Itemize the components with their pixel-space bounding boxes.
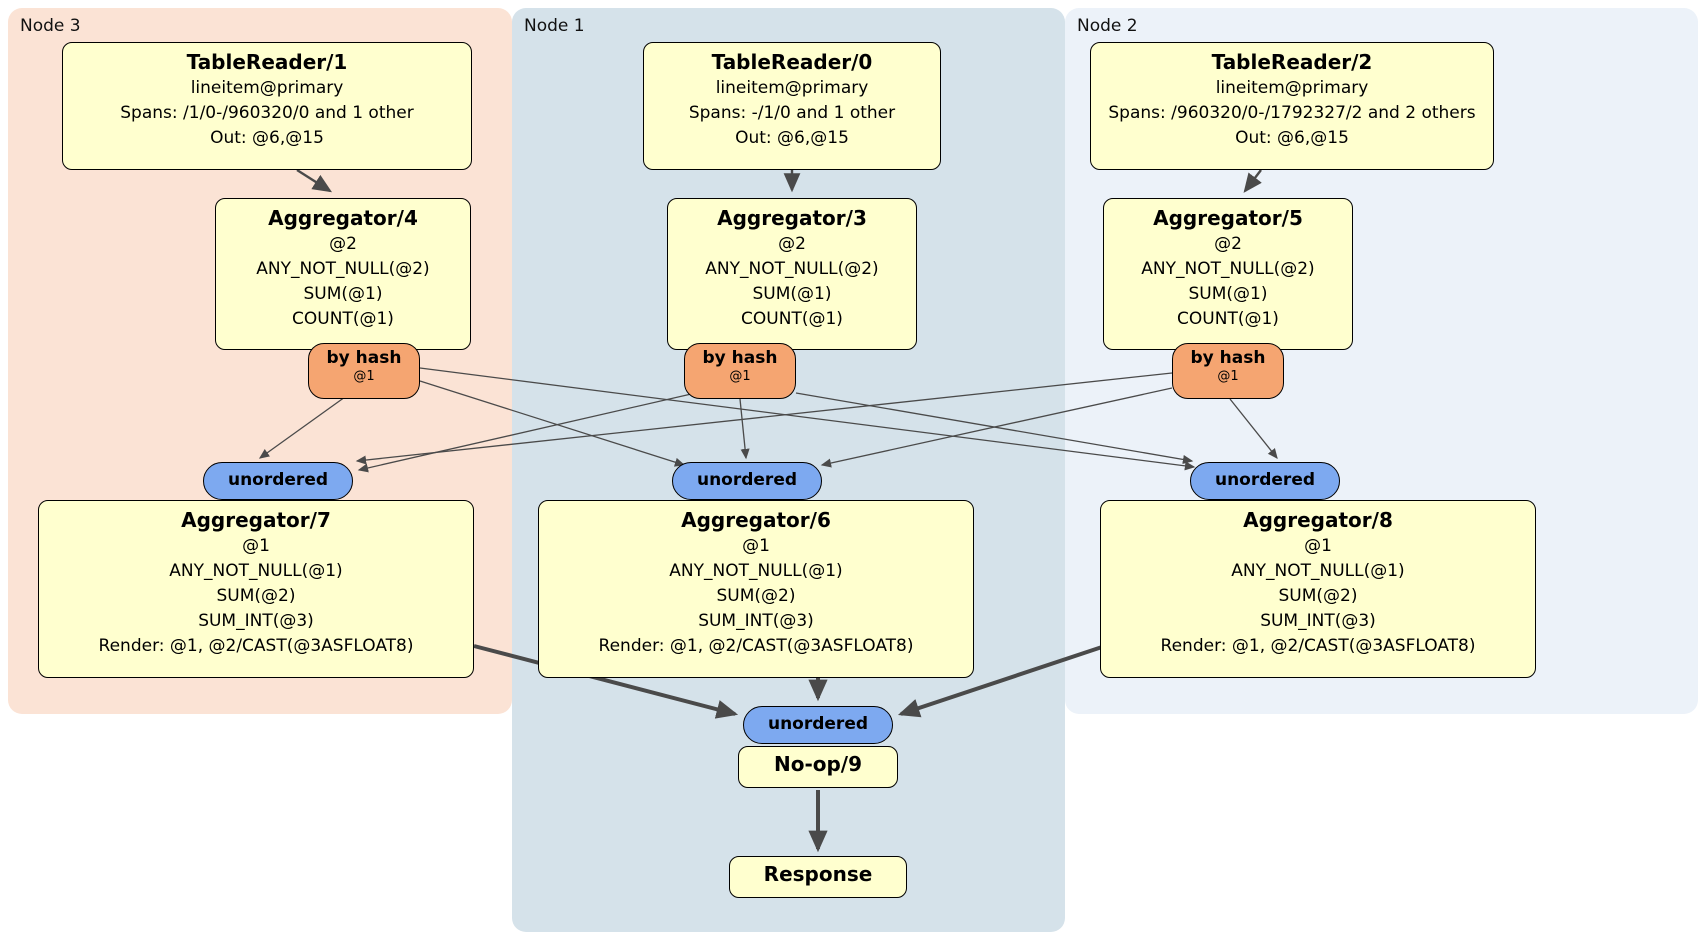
router-label: by hash	[702, 348, 778, 368]
by-hash-router-node1: by hash @1	[684, 343, 796, 399]
box-line: @2	[1214, 234, 1242, 254]
box-title: Aggregator/7	[181, 508, 331, 532]
node1-region-label: Node 1	[524, 16, 585, 36]
unordered-sync-node2: unordered	[1190, 462, 1340, 500]
router-sub-label: @1	[1217, 369, 1239, 384]
box-line: @2	[329, 234, 357, 254]
box-line: ANY_NOT_NULL(@2)	[1141, 259, 1315, 279]
box-title: TableReader/2	[1211, 50, 1373, 74]
by-hash-router-node2: by hash @1	[1172, 343, 1284, 399]
box-title: TableReader/1	[186, 50, 348, 74]
tablereader-0-box: TableReader/0 lineitem@primary Spans: -/…	[643, 42, 941, 170]
box-line: SUM(@1)	[752, 284, 832, 304]
router-sub-label: @1	[729, 369, 751, 384]
router-label: by hash	[326, 348, 402, 368]
box-line: Out: @6,@15	[210, 128, 324, 148]
tablereader-2-box: TableReader/2 lineitem@primary Spans: /9…	[1090, 42, 1494, 170]
sync-label: unordered	[696, 470, 798, 490]
by-hash-router-node3: by hash @1	[308, 343, 420, 399]
box-line: COUNT(@1)	[1177, 309, 1279, 329]
router-label: by hash	[1190, 348, 1266, 368]
box-title: Aggregator/3	[717, 206, 867, 230]
aggregator-4-box: Aggregator/4 @2 ANY_NOT_NULL(@2) SUM(@1)…	[215, 198, 471, 350]
unordered-sync-node3: unordered	[203, 462, 353, 500]
box-line: SUM(@1)	[1188, 284, 1268, 304]
box-line: SUM(@2)	[1278, 586, 1358, 606]
response-box: Response	[729, 856, 907, 898]
aggregator-5-box: Aggregator/5 @2 ANY_NOT_NULL(@2) SUM(@1)…	[1103, 198, 1353, 350]
box-title: Aggregator/8	[1243, 508, 1393, 532]
box-line: @1	[242, 536, 270, 556]
sync-label: unordered	[1214, 470, 1316, 490]
box-line: Spans: -/1/0 and 1 other	[688, 103, 896, 123]
box-title: TableReader/0	[711, 50, 873, 74]
router-sub-label: @1	[353, 369, 375, 384]
aggregator-8-box: Aggregator/8 @1 ANY_NOT_NULL(@1) SUM(@2)…	[1100, 500, 1536, 678]
box-line: lineitem@primary	[715, 78, 869, 98]
box-title: Aggregator/6	[681, 508, 831, 532]
box-line: SUM_INT(@3)	[198, 611, 314, 631]
box-line: SUM(@2)	[216, 586, 296, 606]
box-line: @1	[742, 536, 770, 556]
node3-region-label: Node 3	[20, 16, 81, 36]
sync-label: unordered	[227, 470, 329, 490]
tablereader-1-box: TableReader/1 lineitem@primary Spans: /1…	[62, 42, 472, 170]
node2-region-label: Node 2	[1077, 16, 1138, 36]
box-title: No-op/9	[773, 752, 863, 776]
box-line: Out: @6,@15	[1235, 128, 1349, 148]
box-line: COUNT(@1)	[741, 309, 843, 329]
unordered-sync-final: unordered	[743, 706, 893, 744]
no-op-9-box: No-op/9	[738, 746, 898, 788]
box-line: Render: @1, @2/CAST(@3ASFLOAT8)	[598, 636, 914, 656]
box-line: ANY_NOT_NULL(@2)	[256, 259, 430, 279]
box-line: COUNT(@1)	[292, 309, 394, 329]
aggregator-3-box: Aggregator/3 @2 ANY_NOT_NULL(@2) SUM(@1)…	[667, 198, 917, 350]
box-line: ANY_NOT_NULL(@1)	[1231, 561, 1405, 581]
box-title: Response	[763, 862, 873, 886]
box-line: @1	[1304, 536, 1332, 556]
box-line: SUM_INT(@3)	[698, 611, 814, 631]
aggregator-6-box: Aggregator/6 @1 ANY_NOT_NULL(@1) SUM(@2)…	[538, 500, 974, 678]
box-line: Spans: /1/0-/960320/0 and 1 other	[120, 103, 414, 123]
unordered-sync-node1: unordered	[672, 462, 822, 500]
box-line: @2	[778, 234, 806, 254]
box-line: ANY_NOT_NULL(@1)	[669, 561, 843, 581]
box-line: Spans: /960320/0-/1792327/2 and 2 others	[1108, 103, 1476, 123]
box-line: SUM(@2)	[716, 586, 796, 606]
box-title: Aggregator/4	[268, 206, 418, 230]
box-line: ANY_NOT_NULL(@2)	[705, 259, 879, 279]
box-line: SUM_INT(@3)	[1260, 611, 1376, 631]
aggregator-7-box: Aggregator/7 @1 ANY_NOT_NULL(@1) SUM(@2)…	[38, 500, 474, 678]
box-line: Render: @1, @2/CAST(@3ASFLOAT8)	[1160, 636, 1476, 656]
box-line: lineitem@primary	[1215, 78, 1369, 98]
box-title: Aggregator/5	[1153, 206, 1303, 230]
sync-label: unordered	[767, 714, 869, 734]
box-line: Out: @6,@15	[735, 128, 849, 148]
box-line: Render: @1, @2/CAST(@3ASFLOAT8)	[98, 636, 414, 656]
box-line: SUM(@1)	[303, 284, 383, 304]
box-line: lineitem@primary	[190, 78, 344, 98]
box-line: ANY_NOT_NULL(@1)	[169, 561, 343, 581]
